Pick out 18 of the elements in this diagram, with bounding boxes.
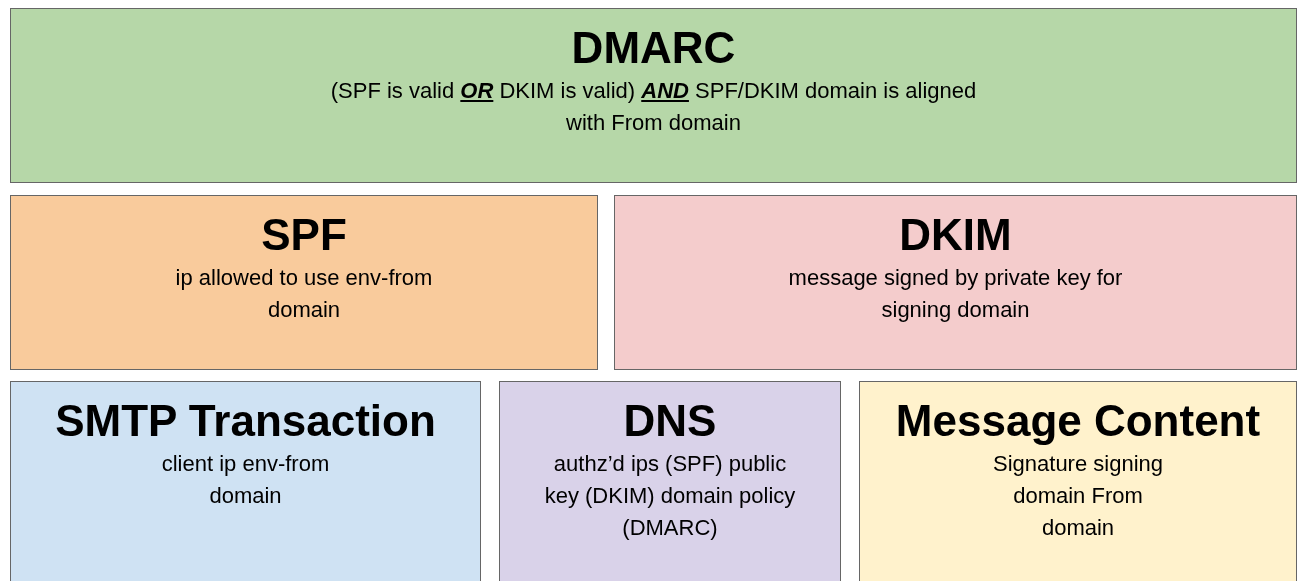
layer-heading: Message Content	[895, 396, 1261, 446]
layer-box	[10, 195, 598, 370]
layer-heading: DKIM	[899, 210, 1012, 260]
layer-box	[499, 381, 841, 581]
layer-heading: DNS	[623, 396, 717, 446]
layer-heading: SPF	[261, 210, 347, 260]
layer-box	[10, 381, 481, 581]
layer-description: ip allowed to use env-from domain	[174, 264, 434, 324]
layer-description: authz’d ips (SPF) public key (DKIM) domain policy (DMARC)	[543, 450, 797, 542]
layer-heading: DMARC	[571, 23, 736, 73]
layer-box	[614, 195, 1297, 370]
layer-description: Signature signing domain From domain	[993, 450, 1163, 542]
layer-description: (SPF is valid OR DKIM is valid) AND SPF/DKIM domain is aligned with From domain	[329, 77, 978, 137]
layer-description: client ip env-from domain	[160, 450, 331, 510]
layer-box	[10, 8, 1297, 183]
layer-heading: SMTP Transaction	[55, 396, 436, 446]
layer-description: message signed by private key for signing domain	[787, 264, 1124, 324]
layer-box	[859, 381, 1297, 581]
